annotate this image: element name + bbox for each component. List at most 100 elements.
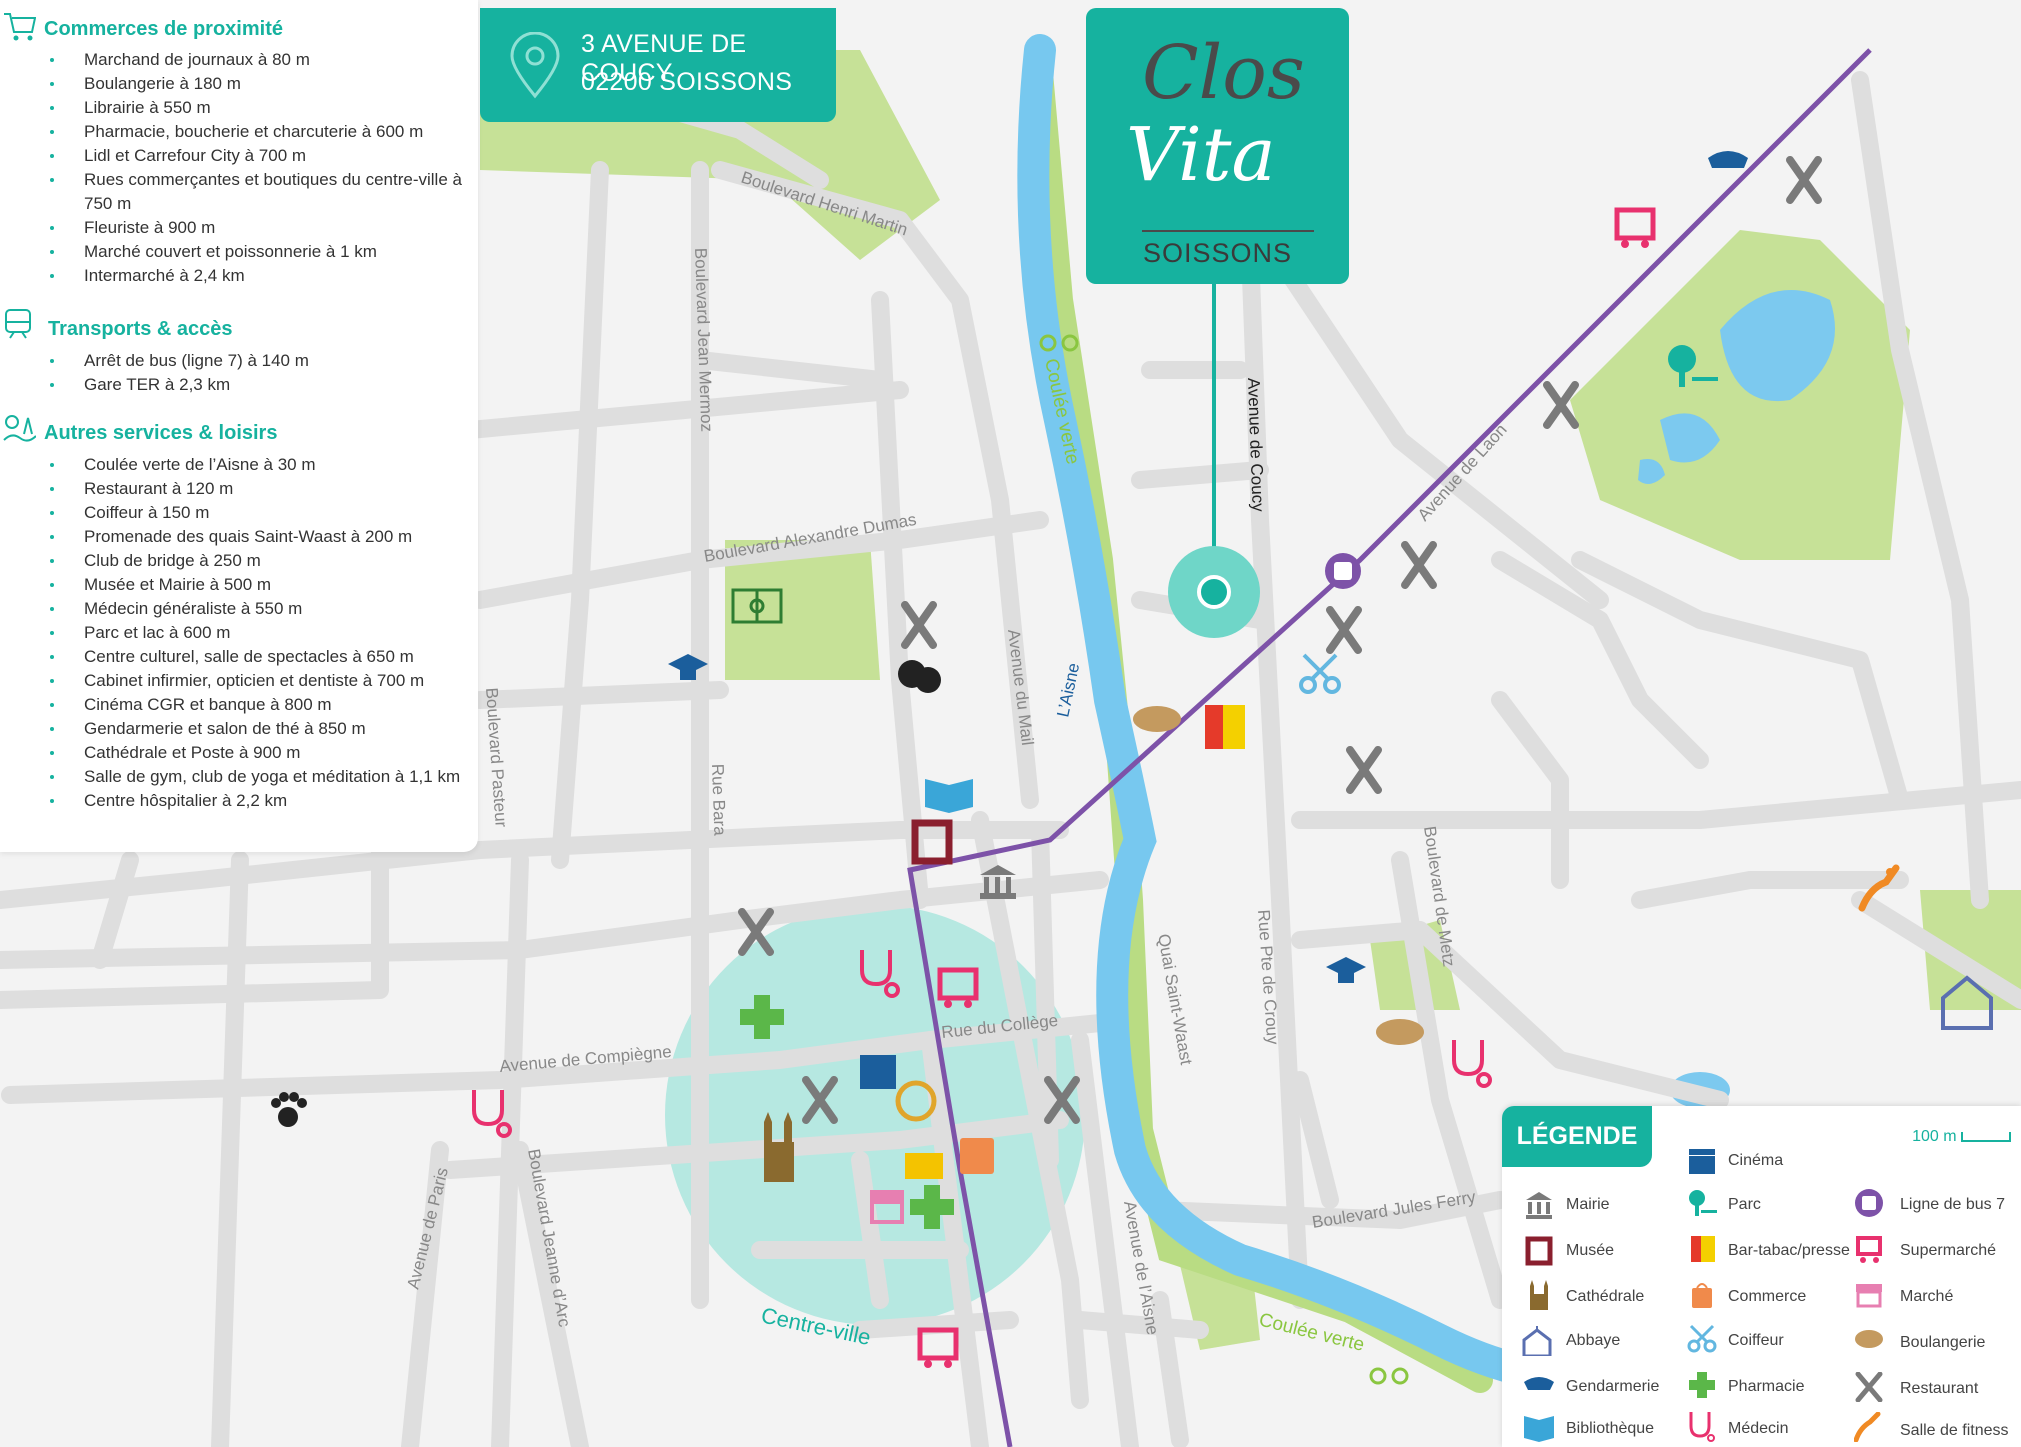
restaurant-icon <box>901 601 937 649</box>
shop-bag-icon <box>960 1138 994 1174</box>
list-item: Pharmacie, boucherie et charcuterie à 60… <box>0 120 464 144</box>
paw-icon <box>271 1092 307 1127</box>
bike-icon <box>1369 1367 1409 1385</box>
abbey-icon <box>1522 1326 1552 1356</box>
fitness-icon <box>1854 1412 1881 1442</box>
cathedral-icon <box>1530 1280 1548 1310</box>
address-line-2: 02200 SOISSONS <box>581 68 793 96</box>
restaurant-icon <box>1401 541 1437 589</box>
map-legend: LÉGENDE 100 m Cinéma Mairie Parc Ligne d… <box>1502 1106 2021 1447</box>
list-item: Marchand de journaux à 80 m <box>0 48 464 72</box>
list-transports: Arrêt de bus (ligne 7) à 140 m Gare TER … <box>0 349 464 397</box>
list-item: Club de bridge à 250 m <box>0 549 464 573</box>
legend-item-commerce: Commerce <box>1728 1288 1807 1305</box>
library-icon <box>925 779 973 813</box>
list-item: Cathédrale et Poste à 900 m <box>0 741 464 765</box>
list-commerces: Marchand de journaux à 80 m Boulangerie … <box>0 48 464 288</box>
legend-item-medecin: Médecin <box>1728 1420 1789 1437</box>
legend-item-boulangerie: Boulangerie <box>1900 1334 1986 1351</box>
logo-word-clos: Clos <box>1142 30 1305 116</box>
cinema-icon <box>1689 1149 1715 1174</box>
bike-icon <box>1039 334 1079 352</box>
bus-line-7 <box>907 48 1872 1447</box>
logo-city: SOISSONS <box>1142 238 1293 268</box>
pharmacy-icon <box>1689 1372 1715 1398</box>
bus-icon <box>1855 1189 1883 1217</box>
address-banner: 3 AVENUE DE COUCY 02200 SOISSONS <box>480 8 836 122</box>
train-icon <box>5 309 31 339</box>
library-icon <box>1524 1416 1554 1442</box>
abbey-icon <box>1941 975 1993 1030</box>
tabac-icon <box>1205 705 1245 749</box>
list-item: Coiffeur à 150 m <box>0 501 464 525</box>
legend-item-tabac: Bar-tabac/presse <box>1728 1242 1850 1259</box>
legend-item-cinema: Cinéma <box>1728 1152 1784 1169</box>
supermarket-icon <box>1614 207 1656 248</box>
shop-bag-icon <box>1692 1283 1712 1308</box>
market-icon <box>870 1190 904 1224</box>
legend-item-marche: Marché <box>1900 1288 1954 1305</box>
roads <box>0 71 2021 1447</box>
list-item: Parc et lac à 600 m <box>0 621 464 645</box>
legend-item-coiffeur: Coiffeur <box>1728 1332 1784 1349</box>
restaurant-icon <box>1326 606 1362 654</box>
residence-dot <box>1197 575 1231 609</box>
legend-item-restaurant: Restaurant <box>1900 1380 1979 1397</box>
street-label: Avenue de Coucy <box>1244 377 1268 512</box>
legend-item-mairie: Mairie <box>1566 1196 1610 1213</box>
bread-icon <box>1133 706 1181 732</box>
supermarket-icon <box>937 967 979 1008</box>
pharmacy-icon <box>740 995 784 1039</box>
supermarket-icon <box>917 1327 959 1368</box>
legend-item-musee: Musée <box>1566 1242 1615 1259</box>
post-icon <box>905 1153 943 1179</box>
shopping-cart-icon <box>4 13 36 41</box>
list-item: Promenade des quais Saint-Waast à 200 m <box>0 525 464 549</box>
list-item: Coulée verte de l’Aisne à 30 m <box>0 453 464 477</box>
doctor-icon <box>1452 1040 1492 1088</box>
legend-item-cathedrale: Cathédrale <box>1566 1288 1645 1305</box>
scissors-icon <box>1687 1324 1717 1353</box>
list-item: Fleuriste à 900 m <box>0 216 464 240</box>
legend-title: LÉGENDE <box>1502 1106 1652 1167</box>
graduation-icon <box>1326 957 1366 983</box>
map-pois <box>271 151 1993 1385</box>
list-item: Boulangerie à 180 m <box>0 72 464 96</box>
scissors-icon <box>1299 653 1341 694</box>
list-item: Centre hôspitalier à 2,2 km <box>0 789 464 813</box>
restaurant-icon <box>1786 156 1822 204</box>
legend-item-fitness: Salle de fitness <box>1900 1422 2009 1439</box>
scale-bar: 100 m <box>1912 1128 2011 1146</box>
list-item: Cinéma CGR et banque à 800 m <box>0 693 464 717</box>
list-item: Salle de gym, club de yoga et méditation… <box>0 765 464 789</box>
bus-icon <box>1325 553 1361 589</box>
town-hall-icon <box>980 865 1016 899</box>
pharmacy-icon <box>910 1185 954 1229</box>
legend-item-gendarmerie: Gendarmerie <box>1566 1378 1660 1395</box>
legend-item-parc: Parc <box>1728 1196 1761 1213</box>
list-item: Marché couvert et poissonnerie à 1 km <box>0 240 464 264</box>
restaurant-icon <box>738 908 774 956</box>
list-item: Rues commerçantes et boutiques du centre… <box>0 168 464 216</box>
park-icon <box>1689 1190 1717 1216</box>
list-item: Centre culturel, salle de spectacles à 6… <box>0 645 464 669</box>
park-icon <box>1668 345 1718 387</box>
section-title-loisirs: Autres services & loisirs <box>44 422 278 444</box>
bread-icon <box>1376 1019 1424 1045</box>
list-item: Restaurant à 120 m <box>0 477 464 501</box>
leisure-icon <box>3 415 36 442</box>
restaurant-icon <box>1044 1076 1080 1124</box>
river-aisne <box>1017 34 1616 1396</box>
amenities-panel: Commerces de proximité Marchand de journ… <box>0 0 478 852</box>
tabac-icon <box>1691 1236 1715 1262</box>
cathedral-icon <box>764 1112 794 1182</box>
supermarket-icon <box>1856 1236 1882 1263</box>
market-icon <box>1856 1284 1882 1308</box>
location-pin-icon <box>510 32 560 99</box>
cinema-icon <box>860 1055 896 1089</box>
football-field-icon <box>731 588 783 624</box>
museum-icon <box>911 819 953 865</box>
police-icon <box>1524 1377 1554 1390</box>
list-loisirs: Coulée verte de l’Aisne à 30 m Restauran… <box>0 453 464 813</box>
legend-item-pharmacie: Pharmacie <box>1728 1378 1805 1395</box>
